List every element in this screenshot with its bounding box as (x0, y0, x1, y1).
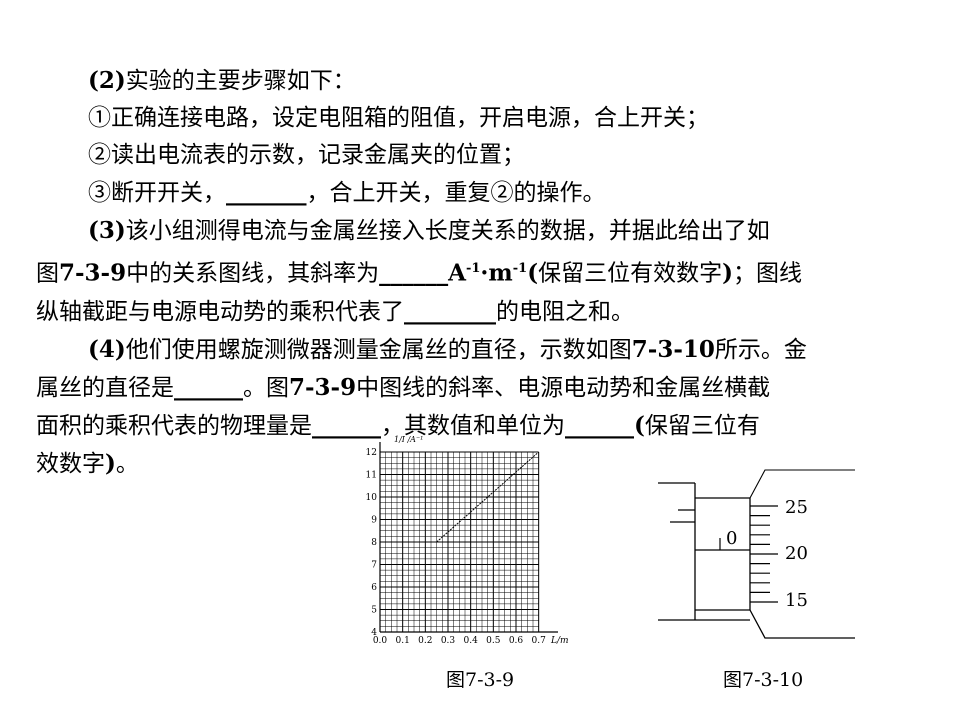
blank: ______ (379, 259, 449, 287)
figure-7-3-10-caption: 图7-3-10 (723, 669, 804, 691)
p3-line-2: 图7-3-9中的关系图线，其斜率为______A-1·m-1(保留三位有效数字)… (36, 259, 802, 287)
p2-title: (2)实验的主要步骤如下： (88, 67, 356, 94)
x-tick-label: 0.2 (418, 636, 432, 646)
y-tick-label: 11 (366, 471, 377, 481)
figure-7-3-9-graph: 4 5 6 7 8 9 10 11 12 0.0 0.1 0.2 0.3 0.4 0.5 0.6 0.7 1/I… (366, 435, 569, 646)
thimble-top-edge (749, 469, 855, 499)
x-tick-label: 0.5 (486, 636, 501, 646)
thimble-label-15: 15 (785, 590, 808, 611)
figure-7-3-9-caption: 图7-3-9 (446, 669, 515, 691)
graph-grid (379, 442, 558, 633)
graph-ticks: 4 5 6 7 8 9 10 11 12 0.0 0.1 0.2 0.3 0.4 0.5 0.6 0.7 (366, 448, 547, 646)
p4-line-4: 效数字)。 (36, 449, 139, 477)
x-axis-label: L/m (550, 636, 569, 646)
x-tick-label: 0.7 (532, 636, 547, 646)
y-tick-label: 5 (371, 606, 377, 616)
step-3: ③断开开关，_______，合上开关，重复②的操作。 (88, 179, 606, 206)
problem-text: (2)实验的主要步骤如下： ①正确连接电路，设定电阻箱的阻值，开启电源，合上开关… (36, 62, 896, 483)
p3-line-1: (3)该小组测得电流与金属丝接入长度关系的数据，并据此给出了如 (88, 217, 770, 244)
y-tick-label: 4 (371, 628, 377, 638)
y-tick-label: 6 (371, 583, 377, 593)
p4-line-2: 属丝的直径是______。图7-3-9中图线的斜率、电源电动势和金属丝横截 (36, 373, 771, 401)
blank: ______ (565, 411, 634, 439)
thimble-label-25: 25 (785, 497, 808, 518)
y-tick-label: 12 (366, 448, 377, 458)
p4-line-3: 面积的乘积代表的物理量是______，其数值和单位为______(保留三位有 (36, 411, 760, 439)
figure-7-3-10-micrometer: 0 25 20 15 (658, 469, 855, 639)
x-tick-label: 0.4 (464, 636, 479, 646)
y-tick-label: 10 (366, 493, 378, 503)
blank: ______ (174, 373, 243, 401)
x-tick-label: 0.1 (396, 636, 410, 646)
thimble-ticks (750, 505, 778, 603)
blank: ______ (312, 411, 381, 439)
x-tick-label: 0.0 (373, 636, 388, 646)
thimble-bottom-edge (749, 609, 855, 639)
step-1: ①正确连接电路，设定电阻箱的阻值，开启电源，合上开关； (88, 105, 709, 131)
y-axis-label: 1/I /A⁻¹ (394, 435, 423, 444)
x-tick-label: 0.3 (441, 636, 456, 646)
blank: _______ (226, 179, 307, 206)
thimble-label-20: 20 (785, 543, 808, 564)
p3-line-3: 纵轴截距与电源电动势的乘积代表了________的电阻之和。 (36, 297, 634, 325)
y-tick-label: 8 (371, 538, 377, 548)
main-scale-label: 0 (726, 528, 737, 549)
p4-line-1: (4)他们使用螺旋测微器测量金属丝的直径，示数如图7-3-10所示。金 (88, 335, 807, 363)
blank: ________ (404, 297, 496, 325)
graph-line (436, 451, 539, 543)
x-tick-label: 0.6 (509, 636, 524, 646)
step-2: ②读出电流表的示数，记录金属夹的位置； (88, 142, 525, 168)
y-tick-label: 9 (371, 516, 377, 526)
y-tick-label: 7 (371, 561, 377, 571)
